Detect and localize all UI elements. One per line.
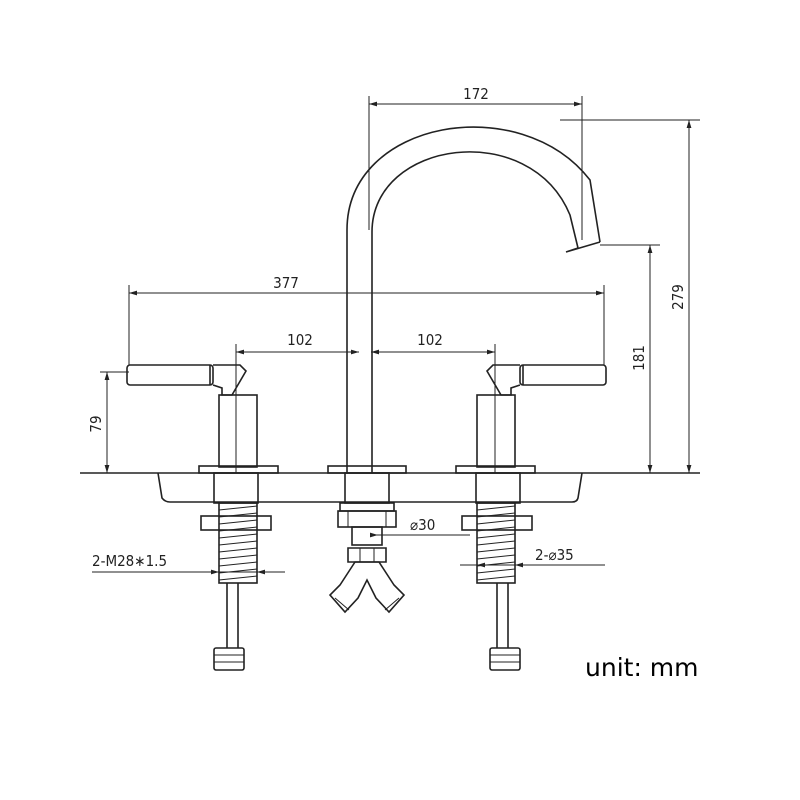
dim-total-height: 279 — [560, 119, 700, 473]
dim-total-height-label: 279 — [669, 284, 687, 310]
dim-side-holes-label: 2-⌀35 — [535, 546, 574, 564]
dim-thread-spec: 2-M28∗1.5 — [92, 552, 285, 575]
spout — [327, 126, 601, 614]
countertop-base — [80, 472, 700, 503]
dim-spout-reach: 172 — [368, 85, 583, 240]
right-handle-valve — [455, 350, 607, 671]
dim-side-holes: 2-⌀35 — [460, 546, 605, 568]
dim-handle-height: 79 — [87, 371, 129, 473]
dim-center-hole: ⌀30 — [370, 516, 470, 538]
dim-spout-height-label: 181 — [630, 345, 648, 371]
dim-handle-height-label: 79 — [87, 415, 105, 432]
unit-label: unit: mm — [585, 653, 699, 682]
dim-left-spacing: 102 — [235, 331, 359, 360]
dim-left-spacing-label: 102 — [287, 331, 313, 349]
dim-right-spacing: 102 — [371, 331, 496, 360]
dim-center-hole-label: ⌀30 — [410, 516, 435, 534]
dim-right-spacing-label: 102 — [417, 331, 443, 349]
left-handle-valve — [126, 350, 279, 671]
dim-overall-width-label: 377 — [273, 274, 299, 292]
dim-overall-width: 377 — [128, 274, 605, 365]
dim-thread-spec-label: 2-M28∗1.5 — [92, 552, 167, 570]
dim-spout-height: 181 — [600, 244, 660, 473]
dim-spout-reach-label: 172 — [463, 85, 489, 103]
